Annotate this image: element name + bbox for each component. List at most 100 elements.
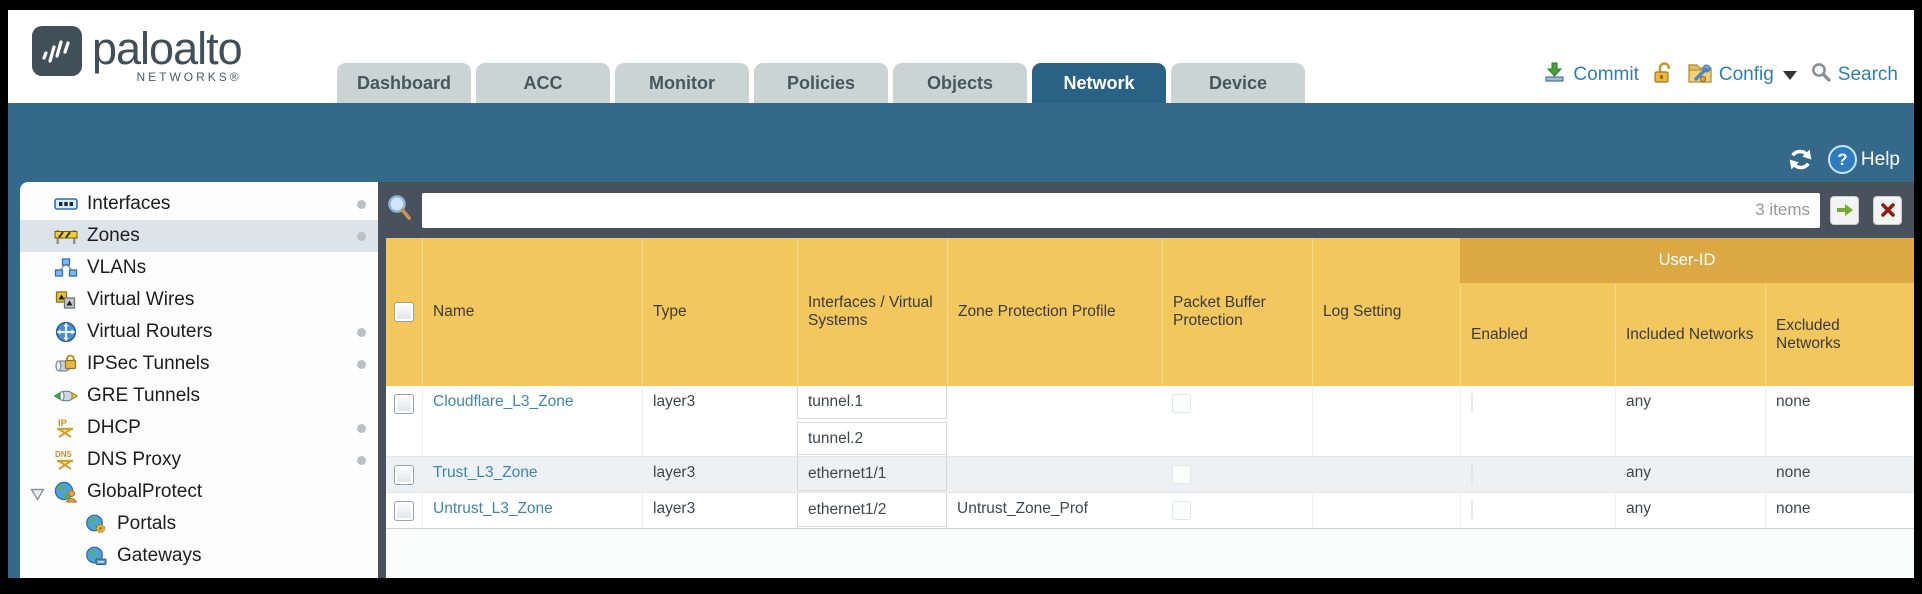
virtual-routers-icon	[54, 321, 78, 343]
portals-icon	[84, 513, 108, 535]
tab-policies[interactable]: Policies	[754, 63, 888, 103]
zones-table: Name Type Interfaces / Virtual Systems Z…	[386, 238, 1914, 578]
network-sidebar: Interfaces Zones	[20, 182, 378, 578]
zone-protection-profile: Untrust_Zone_Prof	[957, 500, 1088, 517]
col-header-type[interactable]: Type	[642, 238, 797, 386]
items-count: 3 items	[1755, 199, 1810, 219]
sidebar-item-globalprotect[interactable]: GlobalProtect	[20, 476, 378, 508]
config-menu[interactable]: Config	[1687, 60, 1797, 90]
sidebar-item-gateways[interactable]: Gateways	[20, 540, 378, 572]
sidebar-item-dns-proxy[interactable]: DNS DNS Proxy	[20, 444, 378, 476]
select-all-checkbox-cell	[386, 238, 422, 386]
apply-filter-button[interactable]	[1830, 195, 1859, 225]
help-button[interactable]: ? Help	[1827, 145, 1900, 174]
table-row: Untrust_L3_Zone layer3 ethernet1/2 Untru…	[386, 493, 1914, 529]
gre-tunnels-icon	[54, 385, 78, 407]
search-icon	[1810, 61, 1832, 89]
col-header-interfaces[interactable]: Interfaces / Virtual Systems	[797, 238, 947, 386]
included-networks: any	[1615, 386, 1765, 456]
sidebar-item-vlans[interactable]: VLANs	[20, 252, 378, 284]
sidebar-item-dhcp[interactable]: IP DHCP	[20, 412, 378, 444]
enabled-checkbox[interactable]	[1471, 500, 1473, 519]
table-header: Name Type Interfaces / Virtual Systems Z…	[386, 238, 1914, 386]
commit-icon	[1543, 60, 1567, 90]
col-header-enabled[interactable]: Enabled	[1460, 283, 1615, 386]
dns-proxy-icon: DNS	[54, 449, 78, 471]
zone-type: layer3	[642, 386, 797, 456]
select-all-checkbox[interactable]	[394, 302, 414, 322]
row-checkbox[interactable]	[394, 394, 414, 414]
status-dot	[357, 424, 366, 433]
col-header-name[interactable]: Name	[422, 238, 642, 386]
globalprotect-icon	[54, 481, 78, 503]
tab-acc[interactable]: ACC	[476, 63, 610, 103]
log-setting	[1312, 493, 1460, 528]
status-dot	[357, 200, 366, 209]
logo-networks-text: NETWORKS®	[136, 70, 242, 84]
tab-network[interactable]: Network	[1032, 63, 1166, 103]
expand-triangle-icon[interactable]	[30, 485, 45, 507]
zone-name-link[interactable]: Untrust_L3_Zone	[433, 500, 553, 517]
content-area: Interfaces Zones	[8, 182, 1914, 578]
ipsec-tunnels-icon	[54, 353, 78, 375]
col-header-zone-protection[interactable]: Zone Protection Profile	[947, 238, 1162, 386]
tab-monitor[interactable]: Monitor	[615, 63, 749, 103]
virtual-wires-icon	[54, 289, 78, 311]
sidebar-item-virtual-routers[interactable]: Virtual Routers	[20, 316, 378, 348]
teal-header-band: ? Help	[8, 103, 1914, 182]
enabled-checkbox[interactable]	[1471, 393, 1473, 412]
zone-protection-profile	[947, 457, 1162, 492]
zone-protection-profile	[947, 386, 1162, 456]
paloalto-logo: paloalto NETWORKS®	[32, 23, 243, 84]
logo-wordmark: paloalto	[92, 23, 243, 74]
enabled-checkbox[interactable]	[1471, 464, 1473, 483]
zones-icon	[54, 225, 78, 247]
interface-item: tunnel.1	[797, 386, 947, 419]
row-checkbox[interactable]	[394, 501, 414, 521]
excluded-networks: none	[1765, 457, 1914, 492]
filter-input[interactable]	[422, 192, 1820, 228]
log-setting	[1312, 457, 1460, 492]
refresh-icon[interactable]	[1787, 146, 1814, 173]
sidebar-item-ipsec-tunnels[interactable]: IPSec Tunnels	[20, 348, 378, 380]
tab-dashboard[interactable]: Dashboard	[337, 63, 471, 103]
included-networks: any	[1615, 457, 1765, 492]
app-window: paloalto NETWORKS® Dashboard ACC Monitor…	[8, 10, 1914, 578]
sidebar-item-virtual-wires[interactable]: Virtual Wires	[20, 284, 378, 316]
zone-name-link[interactable]: Cloudflare_L3_Zone	[433, 393, 574, 410]
packet-buffer-checkbox[interactable]	[1172, 501, 1191, 520]
status-dot	[357, 232, 366, 241]
zone-type: layer3	[642, 457, 797, 492]
sidebar-item-portals[interactable]: Portals	[20, 508, 378, 540]
search-button[interactable]: Search	[1810, 61, 1898, 89]
main-nav-tabs: Dashboard ACC Monitor Policies Objects N…	[337, 63, 1305, 103]
col-header-excluded-networks[interactable]: Excluded Networks	[1765, 283, 1914, 386]
sidebar-item-interfaces[interactable]: Interfaces	[20, 188, 378, 220]
col-header-packet-buffer[interactable]: Packet Buffer Protection	[1162, 238, 1312, 386]
header-utilities: Commit Config	[1543, 60, 1898, 90]
tab-objects[interactable]: Objects	[893, 63, 1027, 103]
status-dot	[357, 456, 366, 465]
zone-type: layer3	[642, 493, 797, 528]
table-row: Trust_L3_Zone layer3 ethernet1/1 any non…	[386, 457, 1914, 493]
tab-device[interactable]: Device	[1171, 63, 1305, 103]
packet-buffer-checkbox[interactable]	[1172, 465, 1191, 484]
interface-item: ethernet1/2	[797, 493, 947, 527]
zone-interfaces: ethernet1/1	[797, 457, 947, 492]
sidebar-item-gre-tunnels[interactable]: GRE Tunnels	[20, 380, 378, 412]
vlans-icon	[54, 257, 78, 279]
caret-down-icon	[1782, 70, 1797, 80]
excluded-networks: none	[1765, 386, 1914, 456]
commit-button[interactable]: Commit	[1543, 60, 1639, 90]
row-checkbox[interactable]	[394, 465, 414, 485]
main-panel: 3 items Name Type Interfaces / Vir	[378, 182, 1914, 578]
status-dot	[357, 360, 366, 369]
zone-name-link[interactable]: Trust_L3_Zone	[433, 464, 538, 481]
sidebar-item-zones[interactable]: Zones	[20, 220, 378, 252]
lock-icon[interactable]	[1652, 61, 1674, 90]
col-header-log-setting[interactable]: Log Setting	[1312, 238, 1460, 386]
zone-interfaces: ethernet1/2	[797, 493, 947, 528]
packet-buffer-checkbox[interactable]	[1172, 394, 1191, 413]
clear-filter-button[interactable]	[1873, 195, 1902, 225]
col-header-included-networks[interactable]: Included Networks	[1615, 283, 1765, 386]
